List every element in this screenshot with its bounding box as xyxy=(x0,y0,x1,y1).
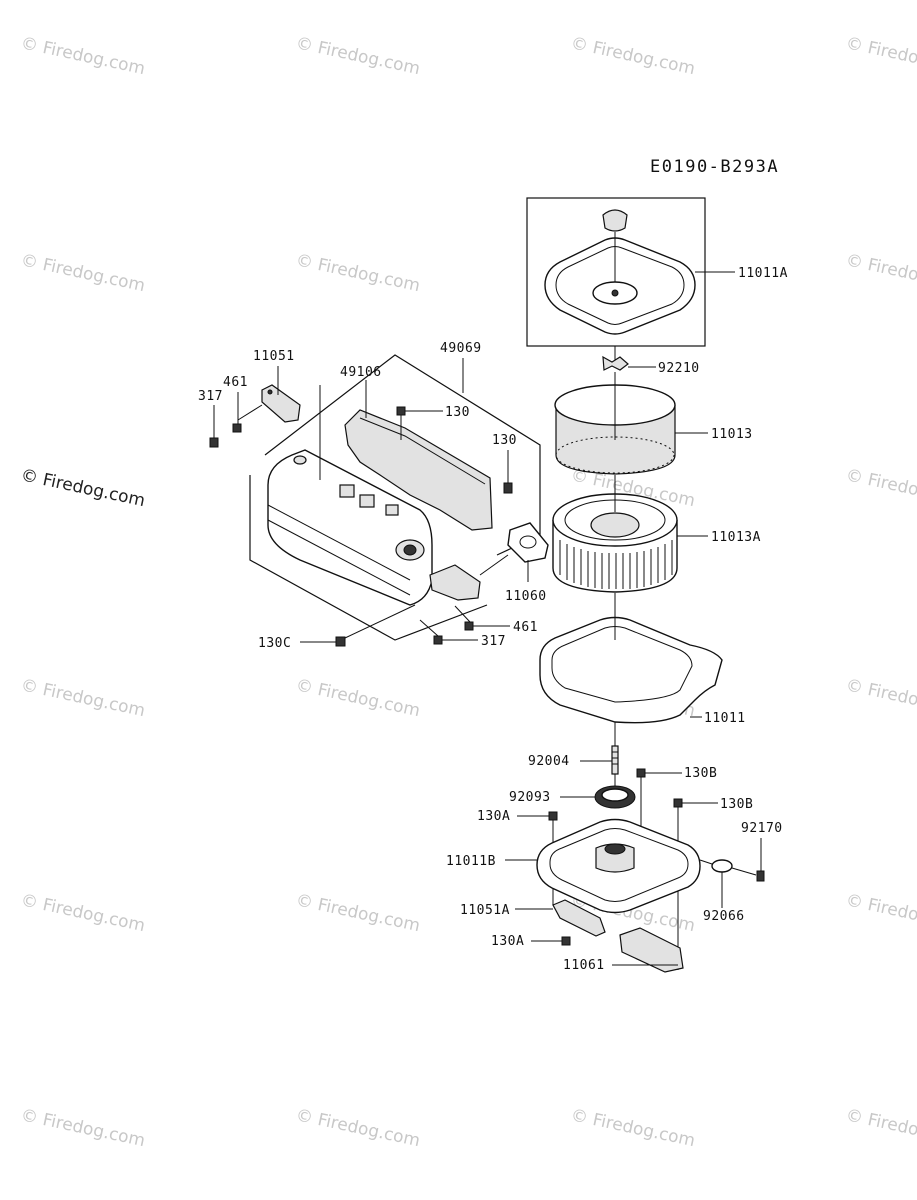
nut xyxy=(232,392,242,433)
part-label: 11061 xyxy=(563,958,605,973)
watermark: © Firedog.com xyxy=(294,1105,422,1151)
part-label: 130C xyxy=(258,636,291,651)
part-label: 130A xyxy=(491,934,524,949)
air-filter-element xyxy=(552,475,708,593)
watermark: © Firedog.com xyxy=(19,250,147,296)
muffler xyxy=(267,385,481,606)
part-label: 92093 xyxy=(509,790,551,805)
part-labels: 11011A 92210 11013 11013A 11060 11011 92… xyxy=(198,266,788,973)
air-cleaner-housing xyxy=(539,593,723,724)
watermark: © Firedog.com xyxy=(294,890,422,936)
watermark: © Firedog.com xyxy=(844,465,917,511)
part-label: 461 xyxy=(513,620,538,635)
bolt xyxy=(209,405,219,448)
part-label: 130 xyxy=(492,433,517,448)
part-label: 130A xyxy=(477,809,510,824)
part-label: 11011 xyxy=(704,711,746,726)
watermark: © Firedog.com xyxy=(19,675,147,721)
part-label: 49106 xyxy=(340,365,382,380)
bolt xyxy=(300,604,416,647)
part-label: 317 xyxy=(481,634,506,649)
part-label: 130 xyxy=(445,405,470,420)
seal-ring xyxy=(560,774,636,809)
watermark: © Firedog.com xyxy=(19,890,147,936)
watermark: © Firedog.com xyxy=(844,675,917,721)
watermark: © Firedog.com xyxy=(569,1105,697,1151)
watermark: © Firedog.com xyxy=(569,33,697,79)
pre-cleaner-foam xyxy=(554,372,708,475)
part-label: 92210 xyxy=(658,361,700,376)
bolt xyxy=(503,450,513,494)
plate-bracket xyxy=(612,927,684,973)
heat-shield xyxy=(344,380,493,531)
part-label: 92170 xyxy=(741,821,783,836)
nut xyxy=(454,605,510,631)
part-label: 130B xyxy=(720,797,753,812)
wing-nut xyxy=(602,346,656,371)
part-label: 461 xyxy=(223,375,248,390)
watermark: © Firedog.com xyxy=(844,33,917,79)
exhaust-gasket xyxy=(479,522,549,582)
part-label: 11013 xyxy=(711,427,753,442)
muffler-bracket xyxy=(237,366,301,423)
watermark: © Firedog.com xyxy=(19,33,147,79)
part-label: 11060 xyxy=(505,589,547,604)
part-label: 92066 xyxy=(703,909,745,924)
watermark: © Firedog.com xyxy=(844,890,917,936)
watermark: © Firedog.com xyxy=(294,250,422,296)
stud-bolt xyxy=(580,722,619,775)
part-label: 130B xyxy=(684,766,717,781)
watermark: © Firedog.com xyxy=(294,675,422,721)
part-label: 317 xyxy=(198,389,223,404)
part-label: 11051 xyxy=(253,349,295,364)
clamp xyxy=(756,838,765,882)
air-cleaner-cover xyxy=(526,197,735,347)
part-label: 49069 xyxy=(440,341,482,356)
air-cleaner-base xyxy=(505,818,701,914)
watermark: © Firedog.com xyxy=(19,1105,147,1151)
watermark-dark: © Firedog.com xyxy=(19,465,147,511)
diagram-code: E0190-B293A xyxy=(650,157,779,177)
watermark: © Firedog.com xyxy=(844,1105,917,1151)
bolt xyxy=(419,619,478,645)
bracket xyxy=(515,899,606,937)
part-label: 11011A xyxy=(738,266,788,281)
bolt xyxy=(396,406,443,440)
part-label: 92004 xyxy=(528,754,570,769)
watermark: © Firedog.com xyxy=(294,33,422,79)
part-label: 11051A xyxy=(460,903,510,918)
bolt xyxy=(531,936,571,946)
grommet xyxy=(699,859,757,908)
part-label: 11011B xyxy=(446,854,496,869)
watermark: © Firedog.com xyxy=(844,250,917,296)
part-label: 11013A xyxy=(711,530,761,545)
